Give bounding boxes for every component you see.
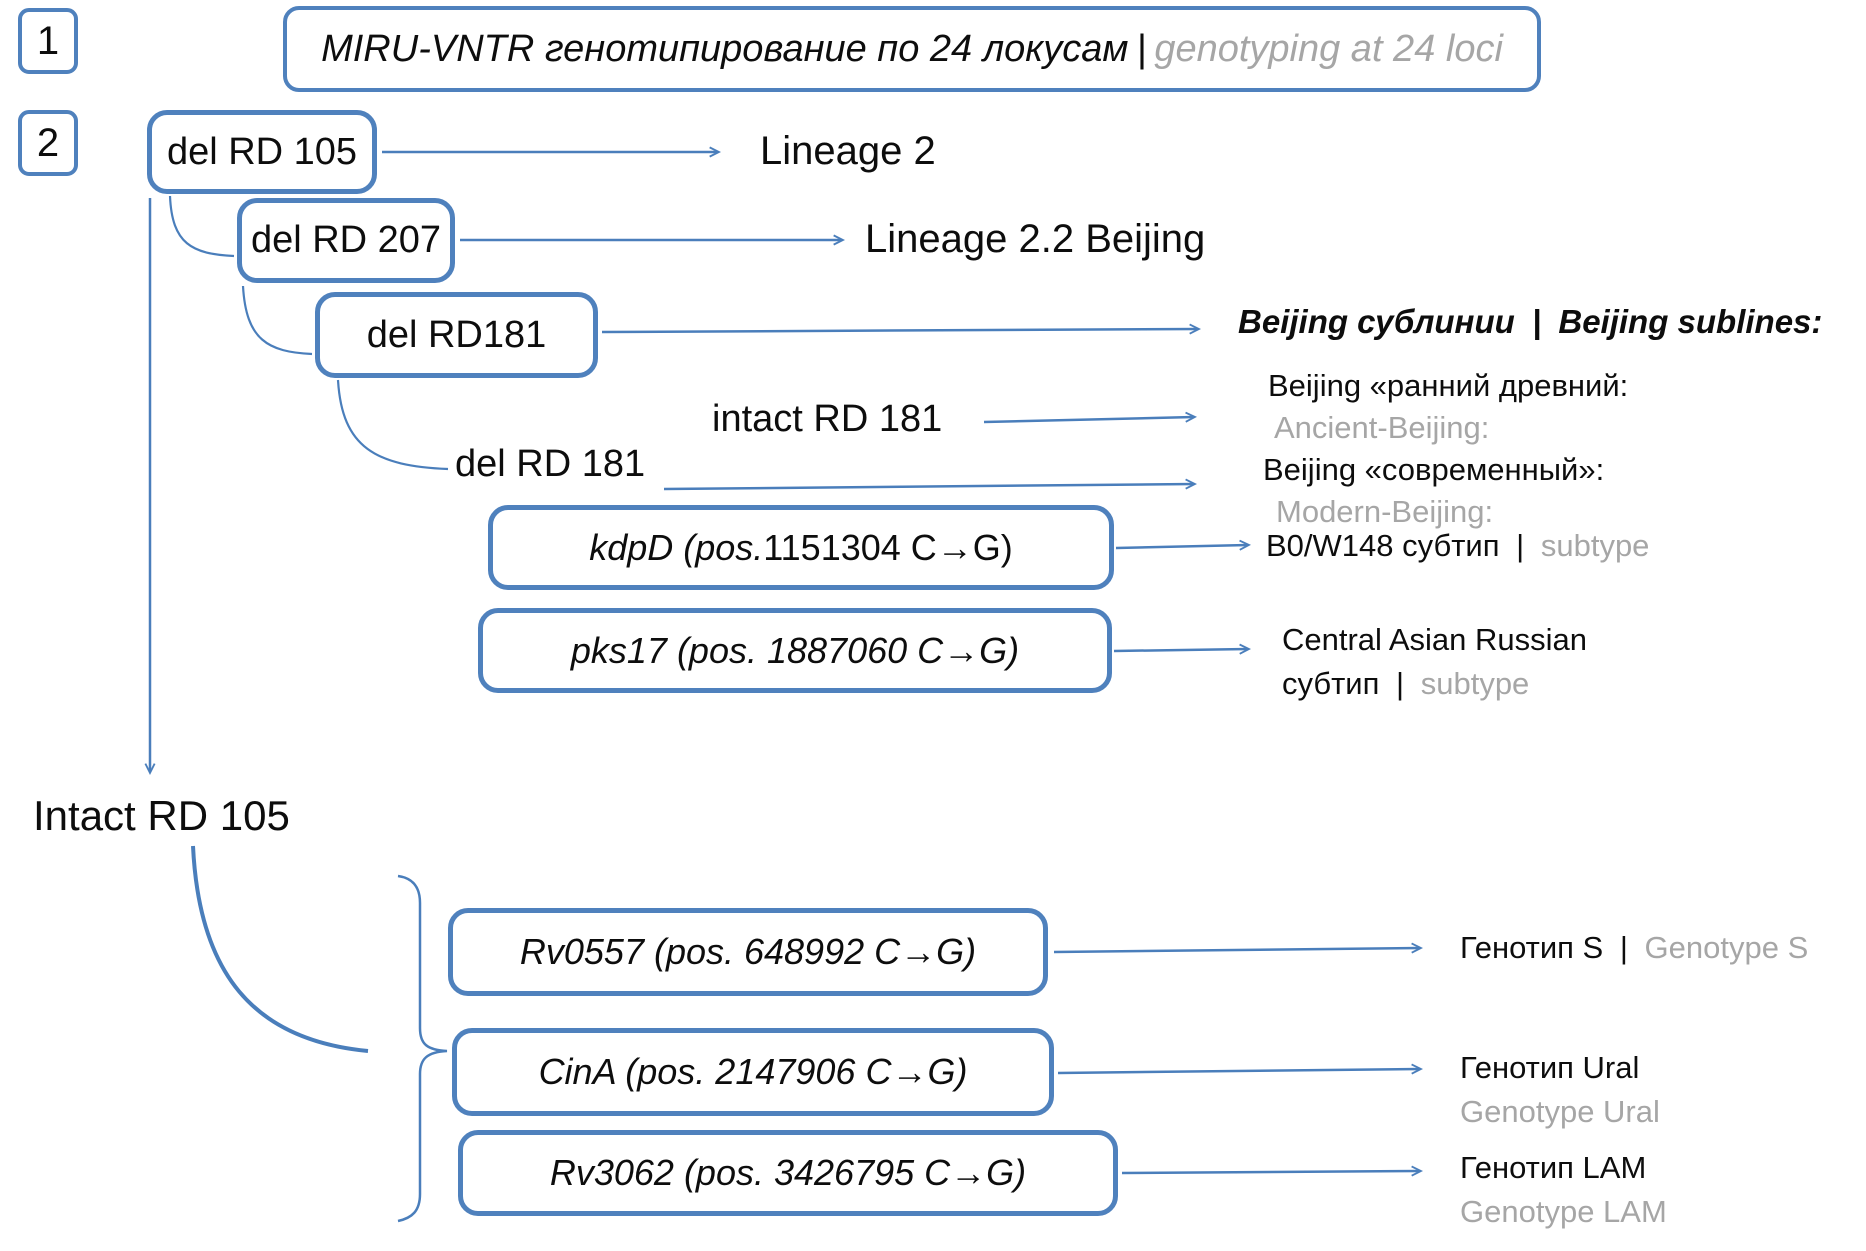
b0w148-separator: |	[1516, 528, 1525, 563]
del-rd181-text: del RD 181	[455, 443, 646, 485]
curve-rd105-to-rd207	[168, 195, 235, 258]
node-del-rd181-label: del RD181	[366, 313, 547, 356]
genotype-s-ru: Генотип S	[1460, 930, 1604, 965]
title-box: MIRU-VNTR генотипирование по 24 локусам …	[283, 6, 1541, 92]
early-beijing-ru-text: Beijing «ранний древний:	[1268, 368, 1629, 403]
node-cina: CinA (pos. 2147906 C→G)	[452, 1028, 1054, 1116]
genotype-s-separator: |	[1619, 930, 1628, 965]
step-1-box: 1	[18, 8, 78, 74]
label-ancient-beijing-en: Ancient-Beijing:	[1274, 410, 1489, 446]
node-del-rd105: del RD 105	[147, 110, 377, 194]
node-del-rd181: del RD181	[315, 292, 598, 378]
genotype-lam-ru: Генотип LAM	[1460, 1150, 1647, 1185]
label-b0w148: B0/W148 субтип | subtype	[1266, 528, 1649, 564]
node-del-rd207: del RD 207	[237, 198, 455, 283]
label-del-rd181-text: del RD 181	[455, 443, 645, 487]
genotype-s-en: Genotype S	[1644, 930, 1809, 965]
b0w148-en-text: subtype	[1540, 528, 1650, 563]
node-rv0557-label: Rv0557 (pos. 648992 C→G)	[519, 931, 977, 972]
label-genotype-lam-en: Genotype LAM	[1460, 1194, 1667, 1230]
node-pks17: pks17 (pos. 1887060 C→G)	[478, 608, 1112, 693]
ancient-beijing-en-text: Ancient-Beijing:	[1274, 410, 1490, 445]
genotype-ural-en: Genotype Ural	[1460, 1094, 1660, 1129]
node-del-rd207-label: del RD 207	[250, 219, 442, 261]
node-rv3062: Rv3062 (pos. 3426795 C→G)	[458, 1130, 1118, 1216]
curve-rd181-to-delrd181	[336, 379, 449, 471]
label-genotype-ural-en: Genotype Ural	[1460, 1094, 1660, 1130]
label-lineage22: Lineage 2.2 Beijing	[865, 216, 1205, 262]
node-pks17-label: pks17 (pos. 1887060 C→G)	[570, 629, 1020, 671]
arrow-genotype-s	[1053, 948, 1420, 952]
node-del-rd105-label: del RD 105	[166, 130, 358, 173]
modern-beijing-en-text: Modern-Beijing:	[1276, 494, 1494, 529]
lineage22-text: Lineage 2.2 Beijing	[865, 217, 1206, 261]
sublines-en: Beijing sublines:	[1558, 303, 1823, 340]
node-kdpd: kdpD (pos. 1151304 C→G)	[488, 505, 1114, 590]
title-separator: |	[1136, 27, 1147, 70]
curve-intact-rd105-to-brace	[191, 845, 369, 1053]
node-cina-label: CinA (pos. 2147906 C→G)	[538, 1051, 968, 1092]
title-ru: MIRU-VNTR генотипирование по 24 локусам	[321, 27, 1129, 70]
step-2-label: 2	[36, 120, 60, 165]
label-intact-rd105: Intact RD 105	[33, 792, 290, 840]
node-kdpd-label-italic: kdpD (pos.	[589, 526, 764, 568]
label-central-asian-line1: Central Asian Russian	[1282, 622, 1587, 658]
title-en: genotyping at 24 loci	[1154, 27, 1503, 70]
label-beijing-sublines: Beijing сублинии | Beijing sublines:	[1238, 303, 1822, 341]
brace-gene-group	[397, 874, 448, 1223]
genotype-ural-ru: Генотип Ural	[1460, 1050, 1640, 1085]
label-modern-beijing-en: Modern-Beijing:	[1276, 494, 1493, 530]
genotype-lam-en: Genotype LAM	[1460, 1194, 1667, 1229]
lineage2-text: Lineage 2	[760, 129, 936, 173]
central-asian-separator: |	[1396, 666, 1405, 701]
central-asian-text: Central Asian Russian	[1282, 622, 1587, 657]
intact-rd181-text: intact RD 181	[712, 398, 943, 440]
arrow-beijing-sublines	[601, 329, 1198, 332]
label-central-asian-line2: субтип | subtype	[1282, 666, 1529, 702]
node-kdpd-label-regular: 1151304 C→G)	[763, 526, 1013, 568]
arrow-genotype-ural	[1057, 1069, 1420, 1073]
arrow-intact-rd181	[983, 417, 1194, 424]
arrow-del-rd181	[663, 484, 1194, 491]
step-1-label: 1	[36, 18, 60, 63]
label-genotype-ural-ru: Генотип Ural	[1460, 1050, 1639, 1086]
label-genotype-s: Генотип S | Genotype S	[1460, 930, 1808, 966]
central-asian-en-subtype: subtype	[1420, 666, 1530, 701]
node-rv0557: Rv0557 (pos. 648992 C→G)	[448, 908, 1048, 996]
label-early-beijing-ru: Beijing «ранний древний:	[1268, 368, 1628, 404]
arrow-kdpd	[1115, 545, 1248, 548]
modern-beijing-ru-text: Beijing «современный»:	[1263, 452, 1605, 487]
curve-rd207-to-rd181	[241, 285, 313, 356]
label-modern-beijing-ru: Beijing «современный»:	[1263, 452, 1604, 488]
node-rv3062-label: Rv3062 (pos. 3426795 C→G)	[549, 1152, 1027, 1193]
label-lineage2: Lineage 2	[760, 128, 936, 174]
arrow-genotype-lam	[1121, 1171, 1420, 1173]
b0w148-ru-text: B0/W148 субтип	[1266, 528, 1500, 563]
arrow-pks17	[1113, 649, 1248, 651]
intact-rd105-text: Intact RD 105	[33, 792, 290, 839]
central-asian-ru-subtype: субтип	[1282, 666, 1380, 701]
label-genotype-lam-ru: Генотип LAM	[1460, 1150, 1646, 1186]
step-2-box: 2	[18, 110, 78, 176]
sublines-ru: Beijing сублинии	[1238, 303, 1515, 340]
sublines-separator: |	[1531, 303, 1542, 340]
label-intact-rd181: intact RD 181	[712, 398, 942, 442]
